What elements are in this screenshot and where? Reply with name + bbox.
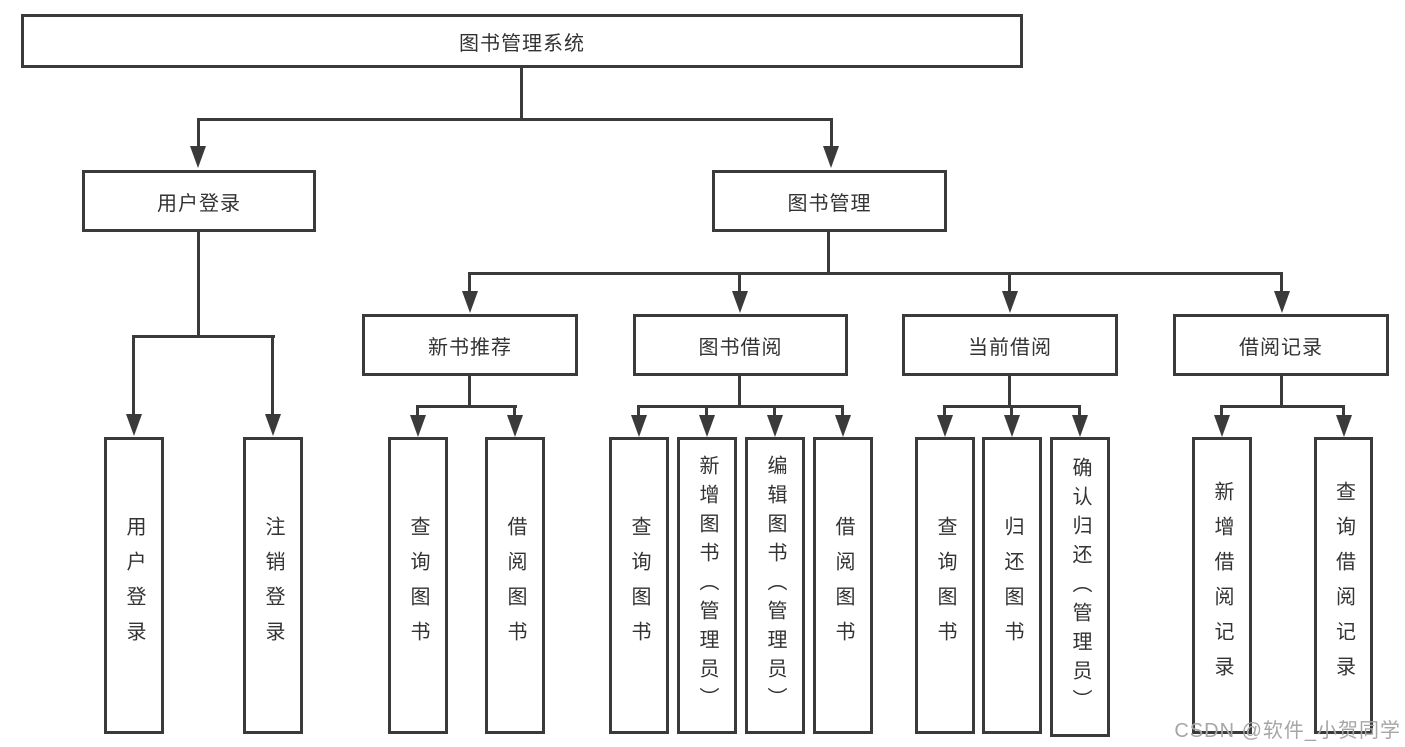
- connector-stem-level3: [468, 272, 471, 294]
- connector-stem-leaf: [943, 405, 946, 419]
- connector-group1-branch: [416, 405, 517, 408]
- leaf-return-books: 归还图书: [982, 437, 1042, 734]
- connector-stem-book-mgmt: [830, 118, 833, 152]
- arrow-down-icon: [265, 414, 281, 436]
- arrow-down-icon: [1002, 291, 1018, 313]
- arrow-down-icon: [631, 415, 647, 437]
- arrow-down-icon: [190, 146, 206, 168]
- leaf-label: 归还图书: [1001, 515, 1023, 656]
- arrow-down-icon: [410, 415, 426, 437]
- connector-stem-level3: [1008, 272, 1011, 294]
- connector-stem-user-login: [197, 118, 200, 152]
- leaf-label: 编辑图书（管理员）: [764, 455, 786, 716]
- leaf-label: 注销登录: [262, 515, 284, 656]
- connector-stem-level3: [1280, 272, 1283, 294]
- node-current-borrow-label: 当前借阅: [968, 336, 1052, 359]
- connector-stem-leaf: [1342, 405, 1345, 419]
- leaf-label: 借阅图书: [832, 515, 854, 656]
- node-book-borrow-label: 图书借阅: [698, 336, 783, 359]
- connector-stem-leaf: [705, 405, 708, 419]
- connector-group3-stem: [1008, 376, 1011, 408]
- node-user-login: 用户登录: [82, 170, 316, 232]
- arrow-down-icon: [1274, 291, 1290, 313]
- arrow-down-icon: [732, 291, 748, 313]
- connector-stem-leaf: [841, 405, 844, 419]
- arrow-down-icon: [1336, 415, 1352, 437]
- node-book-management: 图书管理: [712, 170, 947, 232]
- connector-group4-branch: [1220, 405, 1345, 408]
- leaf-label: 查询图书: [407, 515, 429, 656]
- arrow-down-icon: [507, 415, 523, 437]
- connector-group4-stem: [1280, 376, 1283, 408]
- leaf-label: 查询图书: [934, 515, 956, 656]
- connector-book-mgmt-branch: [468, 272, 1283, 275]
- leaf-label: 借阅图书: [504, 515, 526, 656]
- leaf-logout: 注销登录: [243, 437, 303, 734]
- csdn-watermark: CSDN @软件_小贺同学: [1174, 720, 1401, 742]
- connector-stem-leaf: [132, 335, 135, 417]
- leaf-label: 新增图书（管理员）: [696, 455, 718, 716]
- arrow-down-icon: [699, 415, 715, 437]
- connector-user-login-branch: [132, 335, 275, 338]
- arrow-down-icon: [1072, 415, 1088, 437]
- arrow-down-icon: [126, 414, 142, 436]
- node-borrow-records: 借阅记录: [1173, 314, 1389, 376]
- leaf-borrow-books-recommend: 借阅图书: [485, 437, 545, 734]
- node-root-label: 图书管理系统: [459, 32, 585, 55]
- connector-stem-leaf: [1078, 405, 1081, 419]
- arrow-down-icon: [835, 415, 851, 437]
- connector-user-login-stem: [197, 232, 200, 338]
- arrow-down-icon: [767, 415, 783, 437]
- node-new-book-recommend-label: 新书推荐: [428, 336, 512, 359]
- connector-group2-branch: [637, 405, 844, 408]
- arrow-down-icon: [937, 415, 953, 437]
- leaf-add-borrow-record: 新增借阅记录: [1192, 437, 1252, 734]
- node-borrow-records-label: 借阅记录: [1239, 336, 1323, 359]
- connector-root-branch: [197, 118, 833, 121]
- leaf-add-books-admin: 新增图书（管理员）: [677, 437, 737, 734]
- leaf-label: 查询借阅记录: [1332, 480, 1355, 691]
- connector-root-stem: [520, 68, 523, 118]
- leaf-edit-books-admin: 编辑图书（管理员）: [745, 437, 805, 734]
- arrow-down-icon: [1214, 415, 1230, 437]
- leaf-borrow-books: 借阅图书: [813, 437, 873, 734]
- leaf-user-login: 用户登录: [104, 437, 164, 734]
- connector-stem-leaf: [1220, 405, 1223, 419]
- leaf-query-books-borrow: 查询图书: [609, 437, 669, 734]
- connector-stem-leaf: [416, 405, 419, 419]
- node-root: 图书管理系统: [21, 14, 1023, 68]
- connector-group2-stem: [738, 376, 741, 408]
- node-new-book-recommend: 新书推荐: [362, 314, 578, 376]
- leaf-query-borrow-record: 查询借阅记录: [1314, 437, 1373, 734]
- arrow-down-icon: [1004, 415, 1020, 437]
- leaf-query-books-recommend: 查询图书: [388, 437, 448, 734]
- leaf-label: 新增借阅记录: [1211, 480, 1233, 691]
- connector-stem-leaf: [513, 405, 516, 419]
- connector-stem-leaf: [271, 335, 274, 417]
- leaf-label: 确认归还（管理员）: [1069, 456, 1091, 718]
- node-current-borrow: 当前借阅: [902, 314, 1118, 376]
- leaf-label: 查询图书: [628, 515, 650, 656]
- node-book-management-label: 图书管理: [787, 192, 872, 215]
- leaf-label: 用户登录: [123, 515, 145, 656]
- connector-stem-leaf: [1010, 405, 1013, 419]
- arrow-down-icon: [823, 146, 839, 168]
- connector-book-mgmt-stem: [827, 232, 830, 275]
- connector-group1-stem: [468, 376, 471, 408]
- node-book-borrow: 图书借阅: [633, 314, 848, 376]
- leaf-confirm-return-admin: 确认归还（管理员）: [1050, 437, 1110, 737]
- arrow-down-icon: [462, 291, 478, 313]
- connector-stem-leaf: [637, 405, 640, 419]
- connector-stem-leaf: [773, 405, 776, 419]
- leaf-query-books-current: 查询图书: [915, 437, 975, 734]
- node-user-login-label: 用户登录: [157, 192, 241, 215]
- connector-stem-level3: [738, 272, 741, 294]
